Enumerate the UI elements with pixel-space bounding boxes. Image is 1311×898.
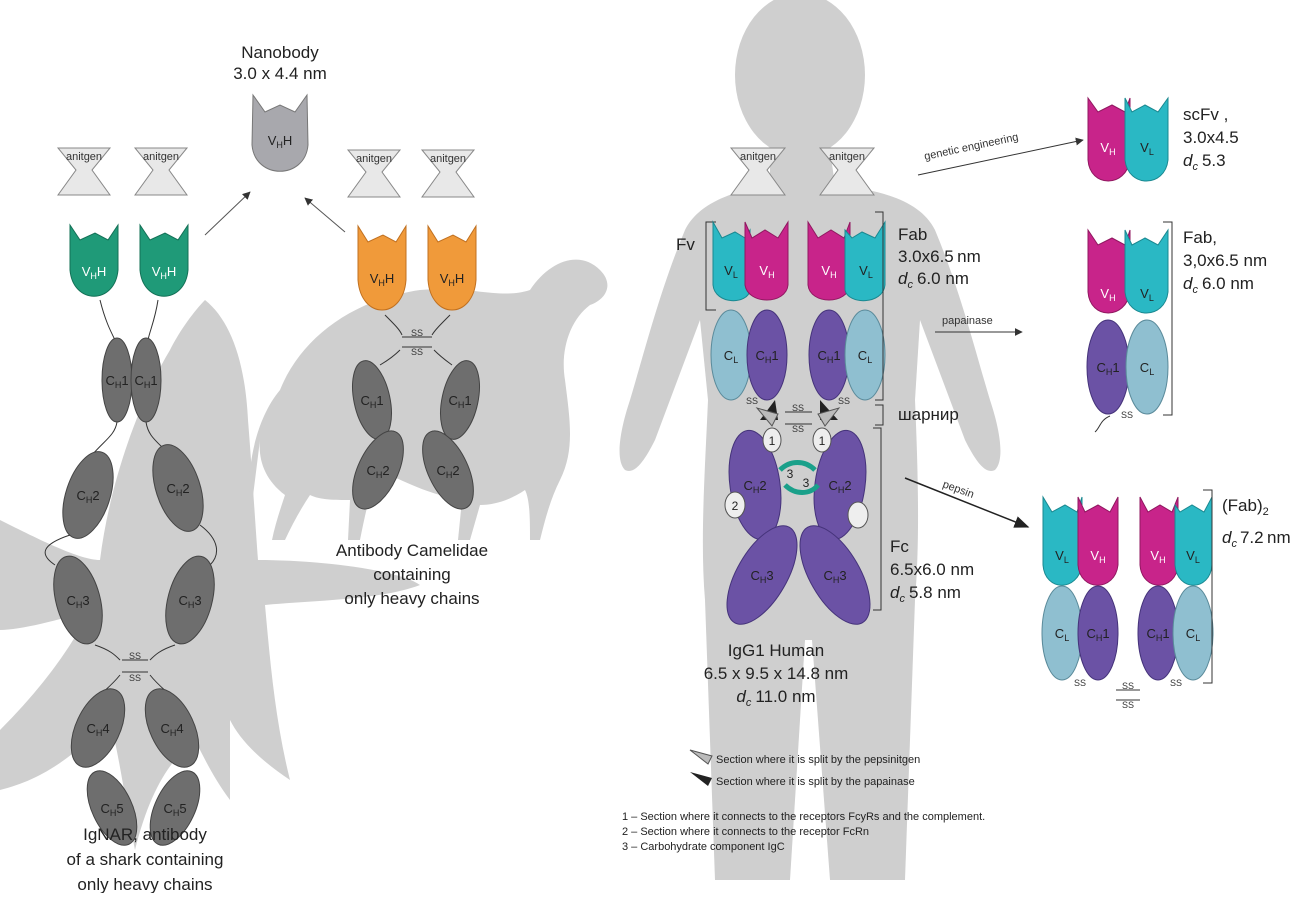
shark-vhh-left xyxy=(70,225,118,296)
scfv-title: scFv , xyxy=(1183,105,1228,124)
camel-silhouette xyxy=(249,260,608,540)
legend-papain: Section where it is split by the papaina… xyxy=(716,776,915,788)
arrow-genetic-label: genetic engineering xyxy=(923,131,1019,163)
scfv-fragment: VH VL scFv , 3.0x4.5 dc5.3 xyxy=(1088,98,1239,181)
human-silhouette xyxy=(620,0,1001,880)
fab2-hinge-ss-top: SS xyxy=(1122,681,1134,691)
nanobody-size: 3.0 x 4.4 nm xyxy=(233,64,327,83)
camel-ss-bottom: SS xyxy=(411,347,423,357)
camel-ss-top: SS xyxy=(411,328,423,338)
fab-fragment-size: 3,0x6.5 nm xyxy=(1183,251,1267,270)
fab2-ss-right: SS xyxy=(1170,678,1182,688)
scfv-dc: dc5.3 xyxy=(1183,151,1226,173)
fab2-vl-right xyxy=(1175,497,1212,585)
shark-vhh-right xyxy=(140,225,188,296)
svg-text:anitgen: anitgen xyxy=(356,153,392,165)
arrow-camel-to-nanobody xyxy=(305,198,345,232)
shark-ss-bottom: SS xyxy=(129,673,141,683)
marker-3-left-label: 3 xyxy=(787,467,794,481)
legend-note-2: 2 – Section where it connects to the rec… xyxy=(622,826,869,838)
svg-text:anitgen: anitgen xyxy=(66,151,102,163)
marker-1-left-label: 1 xyxy=(769,434,776,448)
antigen-camel-left: anitgen xyxy=(348,150,400,197)
antigen-shark-right: anitgen xyxy=(135,148,187,195)
scfv-size: 3.0x4.5 xyxy=(1183,128,1239,147)
marker-1-right-label: 1 xyxy=(819,434,826,448)
shark-caption-3: only heavy chains xyxy=(77,875,212,893)
shark-caption-1: IgNAR, antibody xyxy=(83,825,207,844)
papain-cut-legend-icon xyxy=(690,772,712,786)
arrow-pepsin-label: pepsin xyxy=(941,479,976,501)
antigen-group: anitgen anitgen anitgen anitgen anitgen … xyxy=(58,148,874,197)
human-head xyxy=(735,0,865,157)
fab-title: Fab xyxy=(898,225,927,244)
human-ss-right: SS xyxy=(838,396,850,406)
fab-ss: SS xyxy=(1121,410,1133,420)
nanobody-title: Nanobody xyxy=(241,43,319,62)
pepsin-cut-legend-icon xyxy=(690,750,712,764)
fab2-title: (Fab)2 xyxy=(1222,496,1269,518)
antigen-shark-left: anitgen xyxy=(58,148,110,195)
human-ss-left: SS xyxy=(746,396,758,406)
hinge-label: шарнир xyxy=(898,405,959,424)
fab2-vh-right xyxy=(1140,497,1178,585)
camel-shape xyxy=(249,260,608,540)
fv-label: Fv xyxy=(676,235,695,254)
human-caption-1: IgG1 Human xyxy=(728,641,824,660)
marker-3-right-label: 3 xyxy=(803,476,810,490)
marker-2-right xyxy=(848,502,868,528)
fab2-fragment: VL VH VH VL CL CH1 CH1 CL SS SS SS SS (F… xyxy=(1042,490,1291,710)
svg-text:anitgen: anitgen xyxy=(740,151,776,163)
nanobody-group: Nanobody 3.0 x 4.4 nm VHH xyxy=(233,43,327,171)
hinge-ss-top: SS xyxy=(792,403,804,413)
legend-pepsin: Section where it is split by the pepsini… xyxy=(716,754,920,766)
camel-caption-3: only heavy chains xyxy=(344,589,479,608)
shark-ss-top: SS xyxy=(129,651,141,661)
legend-note-1: 1 – Section where it connects to the rec… xyxy=(622,811,985,823)
hinge-ss-bottom: SS xyxy=(792,424,804,434)
fab-size: 3.0x6.5 nm xyxy=(898,247,981,266)
camel-vhh-right xyxy=(428,226,476,310)
svg-text:anitgen: anitgen xyxy=(829,151,865,163)
svg-text:anitgen: anitgen xyxy=(430,153,466,165)
nanobody-domain xyxy=(252,95,308,171)
legend-note-3: 3 – Carbohydrate component IgC xyxy=(622,841,785,853)
marker-2-left-label: 2 xyxy=(732,499,739,513)
fc-title: Fc xyxy=(890,537,909,556)
svg-text:anitgen: anitgen xyxy=(143,151,179,163)
camel-vhh-left xyxy=(358,226,406,310)
fc-size: 6.5x6.0 nm xyxy=(890,560,974,579)
camel-caption-1: Antibody Camelidae xyxy=(336,541,488,560)
camel-caption-2: containing xyxy=(373,565,451,584)
antigen-camel-right: anitgen xyxy=(422,150,474,197)
fab2-vh-left xyxy=(1078,497,1118,585)
arrow-papainase-label: papainase xyxy=(942,315,993,327)
shark-caption-2: of a shark containing xyxy=(67,850,224,869)
fab2-vl-left xyxy=(1043,497,1082,585)
fab2-ss-left: SS xyxy=(1074,678,1086,688)
fab2-hinge-ss-bottom: SS xyxy=(1122,700,1134,710)
fab-fragment-title: Fab, xyxy=(1183,228,1217,247)
legend: Section where it is split by the pepsini… xyxy=(622,750,985,853)
human-caption-2: 6.5 x 9.5 x 14.8 nm xyxy=(704,664,849,683)
arrow-shark-to-nanobody xyxy=(205,192,250,235)
